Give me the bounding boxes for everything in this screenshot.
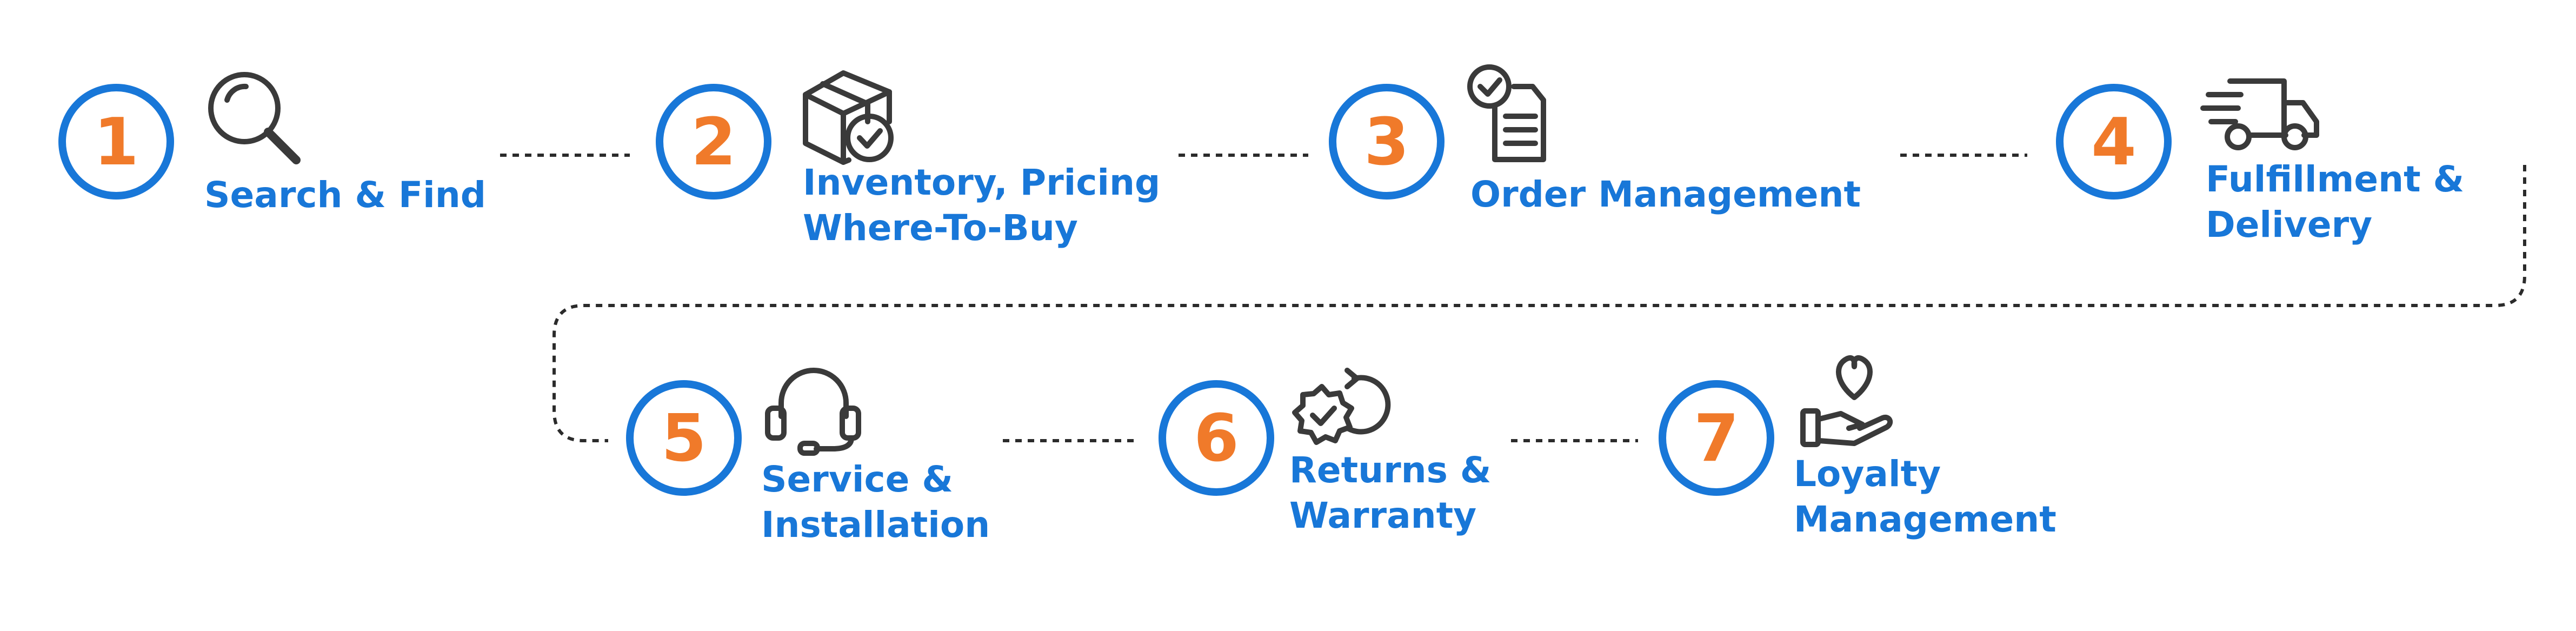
- step-6-label: Returns & Warranty: [1289, 448, 1491, 539]
- hand-heart-icon: [1800, 355, 1893, 447]
- step-6-label-line-1: Returns &: [1289, 449, 1492, 491]
- step-7-label-line-1: Loyalty: [1794, 453, 1941, 495]
- step-1-circle: [58, 84, 174, 200]
- delivery-truck-icon: [2200, 78, 2319, 150]
- step-3-label-line-1: Order Management: [1470, 174, 1861, 215]
- step-3-label: Order Management: [1470, 172, 1861, 217]
- step-numbers: 1 2 3 4 5 6 7: [94, 105, 2136, 476]
- step-7-label-line-2: Management: [1794, 499, 2056, 540]
- step-5-label-line-2: Installation: [761, 504, 990, 546]
- step-4-number: 4: [2091, 105, 2136, 180]
- step-1-number: 1: [94, 105, 139, 180]
- connectors: [500, 154, 2526, 442]
- step-4-circle: [2056, 84, 2172, 200]
- step-4-label: Fulfillment & Delivery: [2206, 157, 2464, 248]
- clipboard-check-icon: [1467, 64, 1546, 162]
- magnifier-icon: [208, 72, 301, 164]
- step-7-circle: [1659, 380, 1774, 496]
- step-5-circle: [626, 380, 742, 496]
- step-3-circle: [1329, 84, 1445, 200]
- step-7-number: 7: [1694, 401, 1739, 476]
- step-2-label-line-2: Where-To-Buy: [803, 207, 1078, 249]
- step-7-label: Loyalty Management: [1794, 451, 2056, 542]
- step-4-label-line-2: Delivery: [2206, 204, 2373, 245]
- box-check-icon: [803, 70, 894, 165]
- step-2-circle: [656, 84, 771, 200]
- step-2-label-line-1: Inventory, Pricing: [803, 162, 1161, 203]
- step-circles: [58, 84, 2172, 496]
- step-6-number: 6: [1194, 401, 1239, 476]
- step-1-label: Search & Find: [204, 172, 486, 218]
- headset-icon: [765, 368, 861, 456]
- step-4-label-line-1: Fulfillment &: [2206, 158, 2465, 200]
- step-6-circle: [1159, 380, 1274, 496]
- step-3-number: 3: [1364, 105, 1409, 180]
- step-5-label-line-1: Service &: [761, 459, 953, 500]
- step-2-number: 2: [691, 105, 736, 180]
- step-2-label: Inventory, Pricing Where-To-Buy: [803, 160, 1160, 251]
- step-1-label-line-1: Search & Find: [204, 174, 486, 216]
- step-5-number: 5: [661, 401, 707, 476]
- connector-4-5-loop: [553, 165, 2526, 442]
- step-5-label: Service & Installation: [761, 457, 990, 548]
- step-6-label-line-2: Warranty: [1289, 495, 1477, 536]
- badge-refresh-icon: [1292, 368, 1391, 445]
